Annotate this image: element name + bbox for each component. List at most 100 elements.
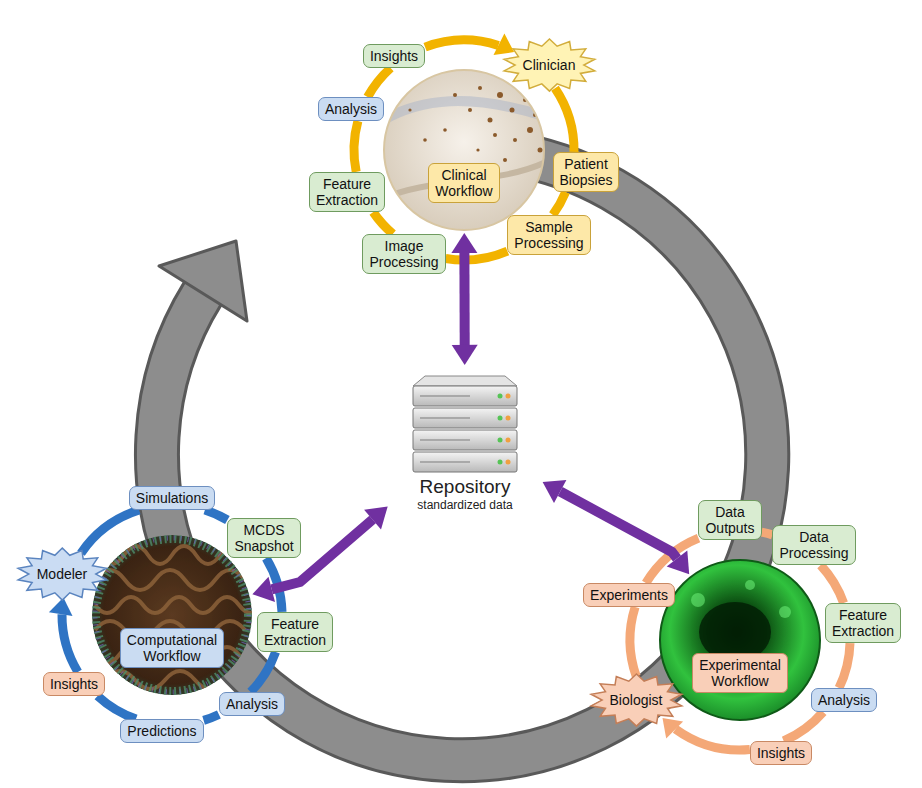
arrow-head <box>451 233 477 253</box>
cycle-line <box>81 510 139 553</box>
fluorescence-image <box>779 606 791 618</box>
process-box: Simulations <box>129 486 215 510</box>
tissue-image <box>380 101 550 122</box>
simulation-image <box>95 597 263 613</box>
box-label: Image Processing <box>369 238 438 270</box>
server-icon <box>413 408 517 428</box>
cycle-line <box>204 715 219 721</box>
box-label: Data Outputs <box>705 504 754 536</box>
exchange-arrow <box>543 480 690 574</box>
arrow-head <box>543 480 567 503</box>
box-label: Feature Extraction <box>264 616 326 648</box>
cycle-arrow <box>373 212 393 234</box>
cycle-band <box>159 241 247 321</box>
simulation-image <box>92 535 252 695</box>
process-box: Analysis <box>219 692 285 716</box>
starburst-node: Biologist <box>590 674 683 726</box>
cycle-line <box>821 565 844 603</box>
server-icon <box>506 394 511 399</box>
box-label: Insights <box>370 48 418 64</box>
tissue-image <box>408 108 411 111</box>
box-label: Feature Extraction <box>316 176 378 208</box>
cycle-line <box>205 510 228 520</box>
workflow-circle: Clinical Workflow <box>384 70 544 230</box>
box-label: Patient Biopsies <box>560 156 613 188</box>
cycle-arrow <box>839 643 850 688</box>
cycle-line <box>676 729 750 750</box>
process-box: Insights <box>363 44 425 68</box>
arrow-head <box>494 34 515 55</box>
cycle-line <box>630 607 636 677</box>
cycle-arrow <box>204 715 219 721</box>
server-icon <box>506 460 511 465</box>
tissue-image <box>468 108 472 112</box>
cycle-band <box>473 150 767 608</box>
cycle-arrow <box>821 565 844 603</box>
server-icon <box>498 394 503 465</box>
tissue-image <box>527 127 533 133</box>
exchange-line <box>560 492 677 559</box>
process-box: Patient Biopsies <box>553 152 620 192</box>
server-icon <box>420 439 470 441</box>
server-icon <box>420 461 470 463</box>
server-icon <box>413 386 517 406</box>
cycle-arrow <box>368 68 391 97</box>
box-label: Feature Extraction <box>832 607 894 639</box>
process-box: Feature Extraction <box>309 172 385 212</box>
cycle-arrow <box>98 696 136 719</box>
box-label: Insights <box>757 745 805 761</box>
fluorescence-image <box>691 593 705 607</box>
cycle-arrow <box>762 532 773 535</box>
cycle-line <box>251 652 276 692</box>
arrow-head <box>364 507 388 530</box>
server-icon <box>420 417 470 419</box>
cycle-line <box>368 68 391 97</box>
exchange-arrow <box>451 233 477 365</box>
box-label: Analysis <box>818 692 870 708</box>
simulation-image <box>95 546 263 689</box>
cycle-arrow <box>354 121 358 172</box>
tissue-image <box>538 148 543 153</box>
process-box: Analysis <box>811 688 877 712</box>
cycle-line <box>553 192 566 215</box>
box-label: Simulations <box>136 490 208 506</box>
tissue-image <box>503 158 507 162</box>
starburst-node: Clinician <box>503 39 596 91</box>
server-icon <box>413 376 517 386</box>
server-icon <box>498 438 503 443</box>
arrow-head <box>252 577 275 602</box>
cycle-arrow <box>784 712 823 741</box>
server-icon <box>420 395 470 397</box>
server-icon <box>413 452 517 472</box>
tissue-image <box>478 86 482 90</box>
tissue-image <box>384 70 544 230</box>
cycle-arrow <box>205 510 228 520</box>
starburst-outline <box>591 674 682 726</box>
workflow-label: Computational Workflow <box>120 628 224 668</box>
process-box: Feature Extraction <box>825 603 901 643</box>
cycle-arrow <box>81 510 139 553</box>
simulation-image <box>95 570 245 590</box>
tissue-image <box>443 128 447 132</box>
tissue-image <box>510 108 515 113</box>
fluorescence-image <box>660 560 820 720</box>
cycle-line <box>98 696 136 719</box>
repository-label: standardized data <box>390 498 540 512</box>
process-box: Insights <box>750 741 812 765</box>
repository-label: Repository <box>390 476 540 498</box>
tissue-image <box>513 138 517 142</box>
tissue-image <box>380 70 550 230</box>
cycle-arrow <box>425 34 514 55</box>
arrow-head <box>663 718 684 739</box>
box-label: Predictions <box>127 723 196 739</box>
arrow-head <box>667 551 690 575</box>
server-icon <box>506 416 511 421</box>
starburst-label: Modeler <box>37 566 88 582</box>
cycle-line <box>555 88 574 152</box>
cycle-arrow <box>663 718 750 750</box>
cycle-arrow <box>553 192 566 215</box>
box-label: Data Processing <box>779 529 848 561</box>
fluorescence-image <box>660 560 820 720</box>
tissue-image <box>476 148 479 151</box>
